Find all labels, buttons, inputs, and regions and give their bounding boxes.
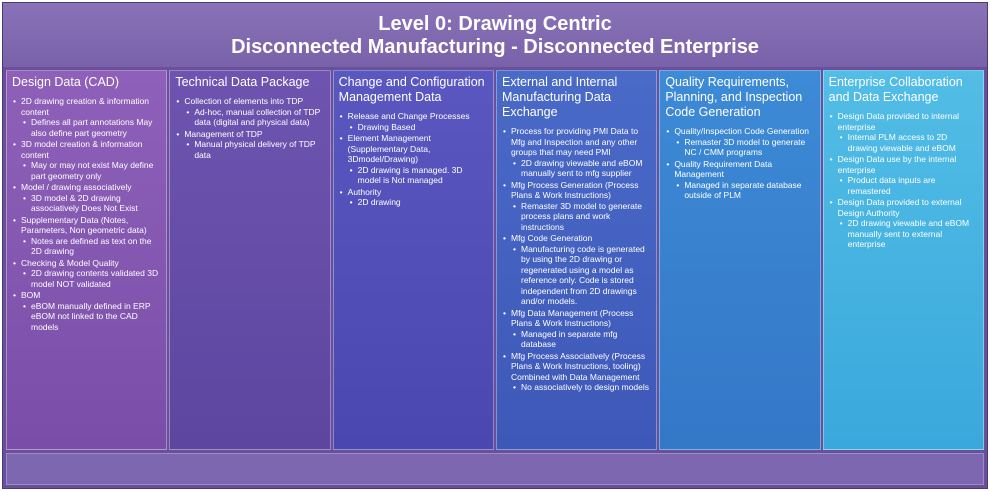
column-manufacturing-exchange: External and Internal Manufacturing Data… — [495, 70, 658, 450]
bullet-item: Mfg Data Management (Process Plans & Wor… — [502, 308, 651, 329]
bullet-item: Management of TDP — [175, 129, 324, 140]
column-items: Process for providing PMI Data to Mfg an… — [502, 126, 651, 393]
column-heading: Enterprise Collaboration and Data Exchan… — [828, 75, 963, 104]
column-items: Release and Change ProcessesDrawing Base… — [339, 111, 488, 208]
column-items: Design Data provided to internal enterpr… — [829, 111, 978, 250]
sub-bullet-item: Remaster 3D model to generate process pl… — [502, 201, 651, 233]
title-line-1: Level 0: Drawing Centric — [378, 13, 612, 35]
sub-bullet-item: Ad-hoc, manual collection of TDP data (d… — [175, 107, 324, 128]
title-line-2: Disconnected Manufacturing - Disconnecte… — [231, 36, 759, 58]
sub-bullet-item: May or may not exist May define part geo… — [12, 160, 161, 181]
column-heading: Design Data (CAD) — [12, 75, 119, 89]
sub-bullet-item: No associatively to design models — [502, 382, 651, 393]
sub-bullet-item: Remaster 3D model to generate NC / CMM p… — [665, 137, 814, 158]
column-quality-requirements: Quality Requirements, Planning, and Insp… — [659, 70, 821, 450]
bullet-item: Authority — [339, 187, 488, 198]
bullet-item: Checking & Model Quality — [12, 258, 161, 269]
bullet-item: Quality/Inspection Code Generation — [665, 126, 814, 137]
bullet-item: Release and Change Processes — [339, 111, 488, 122]
sub-bullet-item: Managed in separate database outside of … — [665, 180, 814, 201]
bullet-item: Design Data provided to internal enterpr… — [829, 111, 978, 132]
sub-bullet-item: 2D drawing viewable and eBOM manually se… — [829, 218, 978, 250]
bullet-item: 2D drawing creation & information conten… — [12, 96, 161, 117]
sub-bullet-item: 2D drawing viewable and eBOM manually se… — [502, 158, 651, 179]
column-heading: Technical Data Package — [175, 75, 310, 89]
column-design-data: Design Data (CAD) 2D drawing creation & … — [6, 70, 168, 450]
bullet-item: Quality Requirement Data Management — [665, 159, 814, 180]
column-heading: Quality Requirements, Planning, and Insp… — [665, 75, 803, 119]
sub-bullet-item: Managed in separate mfg database — [502, 329, 651, 350]
bullet-item: Design Data use by the internal enterpri… — [829, 154, 978, 175]
bullet-item: Element Management (Supplementary Data, … — [339, 133, 488, 165]
column-heading: External and Internal Manufacturing Data… — [501, 75, 618, 119]
column-enterprise-collaboration: Enterprise Collaboration and Data Exchan… — [822, 70, 984, 450]
sub-bullet-item: Notes are defined as text on the 2D draw… — [12, 236, 161, 257]
sub-bullet-item: 2D drawing — [339, 197, 488, 208]
title-banner: Level 0: Drawing Centric Disconnected Ma… — [3, 3, 987, 67]
bullet-item: Model / drawing associatively — [12, 182, 161, 193]
sub-bullet-item: Internal PLM access to 2D drawing viewab… — [829, 132, 978, 153]
sub-bullet-item: Product data inputs are remastered — [829, 175, 978, 196]
column-items: Quality/Inspection Code GenerationRemast… — [665, 126, 814, 201]
column-change-configuration: Change and Configuration Management Data… — [332, 70, 494, 450]
sub-bullet-item: 2D drawing contents validated 3D model N… — [12, 268, 161, 289]
sub-bullet-item: eBOM manually defined in ERP eBOM not li… — [12, 301, 161, 333]
column-items: Collection of elements into TDPAd-hoc, m… — [175, 96, 324, 160]
bullet-item: Process for providing PMI Data to Mfg an… — [502, 126, 651, 158]
bullet-item: BOM — [12, 290, 161, 301]
sub-bullet-item: Defines all part annotations May also de… — [12, 117, 161, 138]
column-items: 2D drawing creation & information conten… — [12, 96, 161, 332]
bullet-item: Supplementary Data (Notes, Parameters, N… — [12, 215, 161, 236]
bullet-item: Mfg Process Generation (Process Plans & … — [502, 180, 651, 201]
bullet-item: Mfg Code Generation — [502, 233, 651, 244]
sub-bullet-item: Manufacturing code is generated by using… — [502, 244, 651, 307]
bullet-item: Design Data provided to external Design … — [829, 197, 978, 218]
footer-bar — [6, 453, 984, 485]
sub-bullet-item: Manual physical delivery of TDP data — [175, 139, 324, 160]
bullet-item: 3D model creation & information content — [12, 139, 161, 160]
bullet-item: Mfg Process Associatively (Process Plans… — [502, 351, 651, 383]
sub-bullet-item: Drawing Based — [339, 122, 488, 133]
column-heading: Change and Configuration Management Data — [338, 75, 485, 104]
column-technical-data-package: Technical Data Package Collection of ele… — [169, 70, 331, 450]
bullet-item: Collection of elements into TDP — [175, 96, 324, 107]
sub-bullet-item: 2D drawing is managed. 3D model is Not m… — [339, 165, 488, 186]
columns: Design Data (CAD) 2D drawing creation & … — [6, 70, 984, 450]
sub-bullet-item: 3D model & 2D drawing associatively Does… — [12, 193, 161, 214]
